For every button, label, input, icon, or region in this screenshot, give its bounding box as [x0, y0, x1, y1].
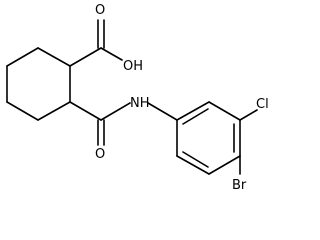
- chlorine-label: Cl: [256, 97, 269, 112]
- ring-to-carboxyl-bond: [69, 47, 102, 67]
- aromatic-bond: [176, 101, 210, 121]
- chemical-structure-diagram: O OH O NH Cl Br: [6, 3, 269, 193]
- aromatic-inner-bond: [182, 151, 209, 168]
- ring-bond: [6, 101, 39, 121]
- carboxylic-acid-group: [69, 19, 123, 67]
- c-n-bond: [100, 102, 131, 121]
- bromine-label: Br: [232, 178, 247, 193]
- benzene-ring: [176, 101, 241, 175]
- carboxylic-oxygen-label: O: [95, 3, 105, 18]
- halogen-substituents: [239, 109, 258, 175]
- aromatic-bond: [208, 155, 241, 175]
- amide-group: [69, 101, 178, 146]
- cyclohexane-ring: [6, 47, 71, 121]
- ring-to-amide-bond: [69, 101, 102, 121]
- ring-bond: [6, 47, 39, 67]
- ring-bond: [37, 101, 71, 121]
- c-cl-bond: [239, 109, 258, 121]
- aromatic-bond: [208, 101, 241, 121]
- aromatic-inner-bond: [182, 108, 209, 125]
- ring-bond: [37, 47, 71, 67]
- aromatic-bond: [176, 155, 210, 175]
- hydroxyl-label: OH: [123, 59, 143, 74]
- n-aryl-bond: [147, 102, 178, 121]
- amide-oxygen-label: O: [95, 147, 105, 162]
- amide-nh-label: NH: [130, 96, 150, 111]
- c-oh-bond: [100, 47, 123, 61]
